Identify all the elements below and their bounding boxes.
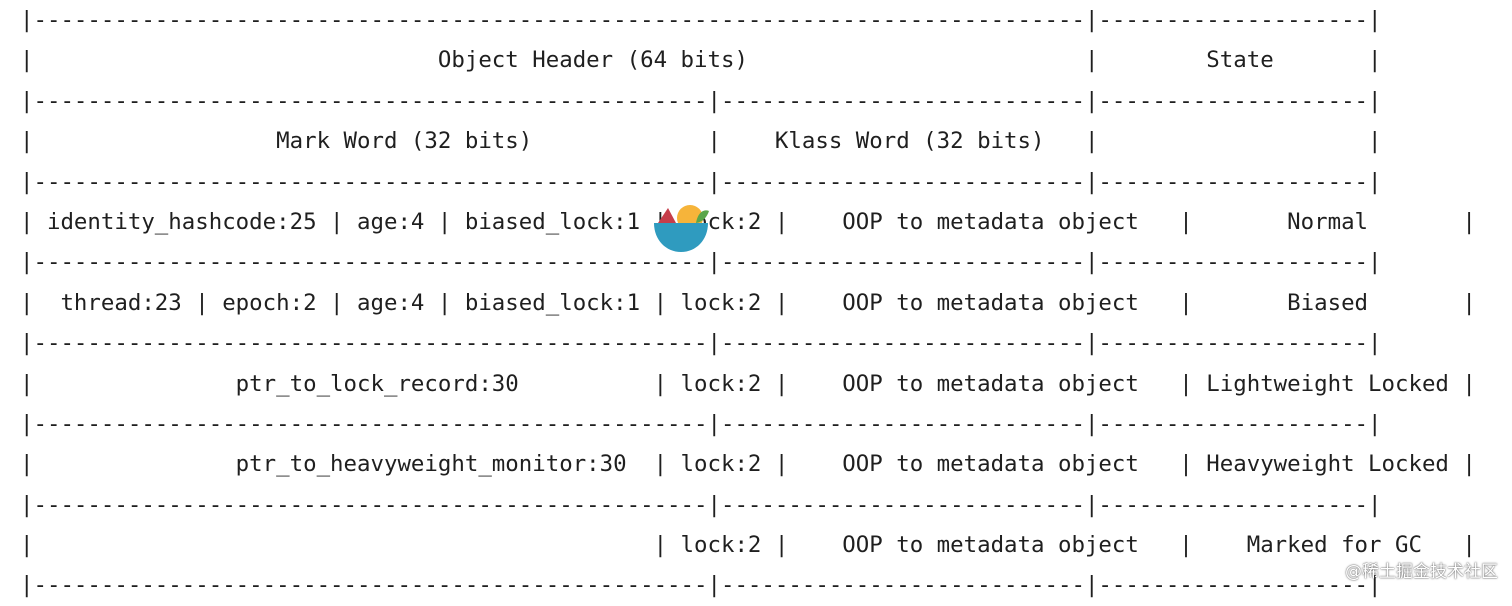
table-line: | identity_hashcode:25 | age:4 | biased_… (20, 208, 1476, 235)
table-line: | Object Header (64 bits) | State | (20, 47, 1382, 74)
juejin-bowl-icon (654, 205, 709, 252)
juejin-watermark: @稀土掘金技术社区 (1345, 562, 1498, 582)
table-line: |---------------------------------------… (20, 410, 1382, 437)
logo-bowl (654, 223, 708, 252)
table-line: | ptr_to_heavyweight_monitor:30 | lock:2… (20, 451, 1476, 478)
table-line: | | lock:2 | OOP to metadata object | Ma… (20, 532, 1476, 559)
table-line: | Mark Word (32 bits) | Klass Word (32 b… (20, 128, 1382, 155)
table-line: |---------------------------------------… (20, 87, 1382, 114)
logo-red-slice (658, 208, 676, 223)
table-line: | thread:23 | epoch:2 | age:4 | biased_l… (20, 289, 1476, 316)
table-line: |---------------------------------------… (20, 168, 1382, 195)
table-line: |---------------------------------------… (20, 7, 1382, 33)
logo-leaf (696, 210, 709, 223)
table-line: |---------------------------------------… (20, 491, 1382, 518)
table-line: | ptr_to_lock_record:30 | lock:2 | OOP t… (20, 370, 1476, 397)
table-line: |---------------------------------------… (20, 330, 1382, 357)
table-line: |---------------------------------------… (20, 572, 1382, 599)
table-line: |---------------------------------------… (20, 249, 1382, 276)
object-header-ascii-table: |---------------------------------------… (20, 0, 1476, 606)
